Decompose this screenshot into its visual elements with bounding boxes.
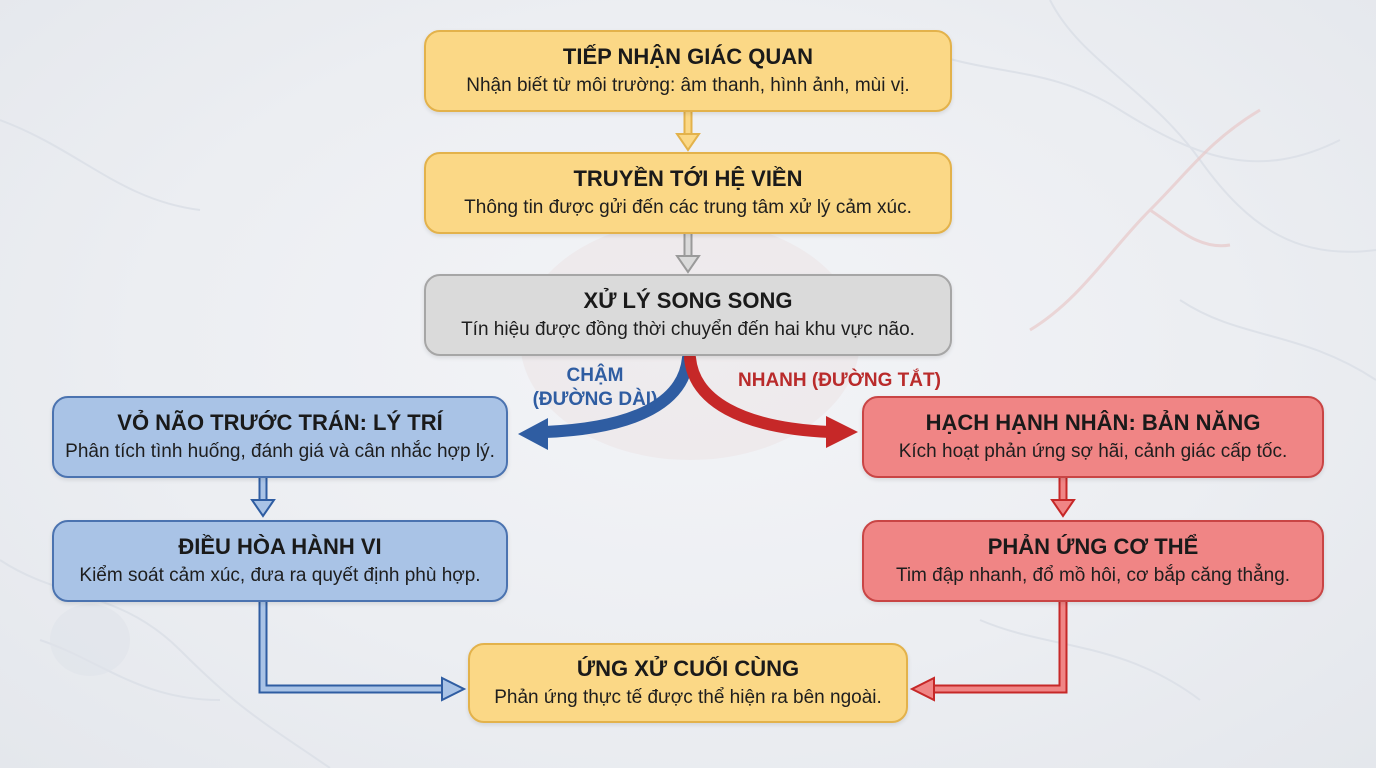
node-description: Tín hiệu được đồng thời chuyển đến hai k… [461, 319, 915, 340]
node-title: HẠCH HẠNH NHÂN: BẢN NĂNG [925, 410, 1261, 435]
node-title: PHẢN ỨNG CƠ THỂ [987, 534, 1199, 559]
node-title: TRUYỀN TỚI HỆ VIỀN [573, 166, 803, 191]
node-description: Kích hoạt phản ứng sợ hãi, cảnh giác cấp… [898, 441, 1288, 462]
node-description: Kiểm soát cảm xúc, đưa ra quyết định phù… [79, 565, 481, 586]
node-description: Thông tin được gửi đến các trung tâm xử … [464, 197, 912, 218]
slow-path-label-line2: (ĐƯỜNG DÀI) [532, 389, 658, 410]
node-description: Tim đập nhanh, đổ mồ hôi, cơ bắp căng th… [895, 565, 1291, 586]
node-prefrontal-cortex: VỎ NÃO TRƯỚC TRÁN: LÝ TRÍ Phân tích tình… [52, 396, 508, 478]
node-sensory-reception: TIẾP NHẬN GIÁC QUAN Nhận biết từ môi trư… [424, 30, 952, 112]
arrow-prefrontal-to-regulation [250, 478, 276, 518]
node-title: ỨNG XỬ CUỐI CÙNG [576, 656, 800, 681]
node-description: Phản ứng thực tế được thể hiện ra bên ng… [494, 687, 882, 708]
arrow-amygdala-to-body [1050, 478, 1076, 518]
arrow-fast-path [684, 352, 858, 448]
arrow-sensory-to-limbic [675, 112, 701, 152]
node-parallel-processing: XỬ LÝ SONG SONG Tín hiệu được đồng thời … [424, 274, 952, 356]
fast-path-label: NHANH (ĐƯỜNG TẮT) [738, 370, 941, 391]
slow-path-label: CHẬM (ĐƯỜNG DÀI) [520, 364, 670, 412]
node-amygdala: HẠCH HẠNH NHÂN: BẢN NĂNG Kích hoạt phản … [862, 396, 1324, 478]
node-title: VỎ NÃO TRƯỚC TRÁN: LÝ TRÍ [117, 410, 443, 435]
node-description: Nhận biết từ môi trường: âm thanh, hình … [466, 75, 910, 96]
node-final-behavior: ỨNG XỬ CUỐI CÙNG Phản ứng thực tế được t… [468, 643, 908, 723]
arrow-limbic-to-parallel [675, 234, 701, 274]
arrow-regulation-to-final [258, 602, 467, 702]
node-body-reaction: PHẢN ỨNG CƠ THỂ Tim đập nhanh, đổ mồ hôi… [862, 520, 1324, 602]
node-behavior-regulation: ĐIỀU HÒA HÀNH VI Kiểm soát cảm xúc, đưa … [52, 520, 508, 602]
node-description: Phân tích tình huống, đánh giá và cân nh… [65, 441, 495, 462]
node-title: XỬ LÝ SONG SONG [583, 288, 793, 313]
node-limbic-transmission: TRUYỀN TỚI HỆ VIỀN Thông tin được gửi đế… [424, 152, 952, 234]
arrow-slow-path [518, 352, 694, 450]
node-title: TIẾP NHẬN GIÁC QUAN [562, 44, 814, 69]
slow-path-label-line1: CHẬM [566, 365, 624, 386]
node-title: ĐIỀU HÒA HÀNH VI [178, 534, 382, 559]
arrow-body-to-final [909, 602, 1068, 702]
